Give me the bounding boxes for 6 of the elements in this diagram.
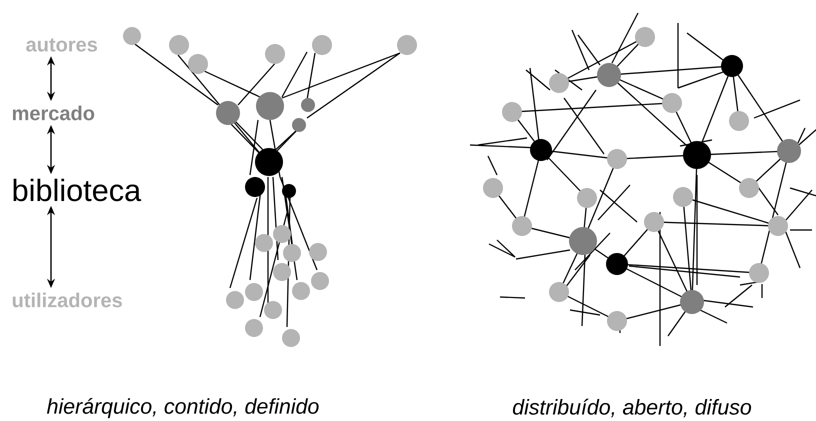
level-label: biblioteca	[14, 178, 142, 202]
caption: hierárquico, contido, definido	[46, 398, 319, 418]
level-label: autores	[26, 38, 97, 52]
level-label: utilizadores	[12, 292, 122, 308]
caption: distribuído, aberto, difuso	[512, 398, 752, 418]
level-label: mercado	[12, 106, 94, 120]
